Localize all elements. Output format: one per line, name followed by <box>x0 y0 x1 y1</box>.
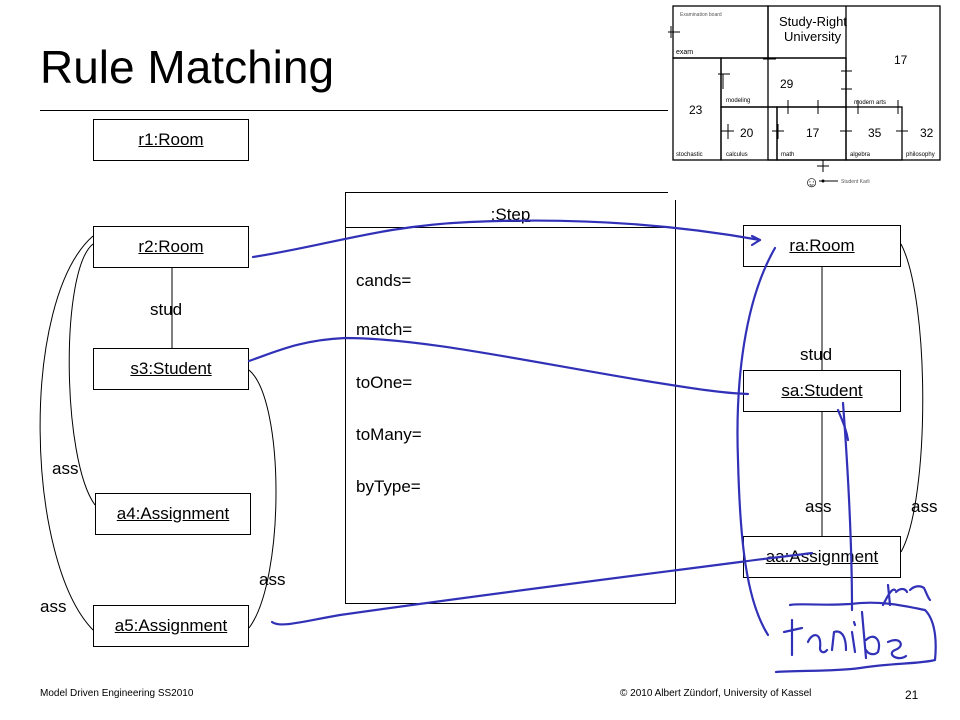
label-ass-a5-inner: ass <box>259 570 286 589</box>
label-ass-a4: ass <box>52 459 79 478</box>
hand-curve-ra <box>736 246 777 637</box>
map-calculus: calculus <box>726 152 748 158</box>
link-r2-a4 <box>68 243 96 506</box>
object-r1-room: r1:Room <box>93 119 249 161</box>
map-student-label: Student Karli <box>841 179 870 185</box>
page-number: 21 <box>905 688 919 702</box>
map-num-32: 32 <box>920 126 934 140</box>
step-divider <box>346 227 675 228</box>
map-num-35: 35 <box>868 126 882 140</box>
map-title-1: Study-Right <box>779 14 847 29</box>
university-map: Examination board exam Study-Right Unive… <box>668 4 946 200</box>
map-math: math <box>781 152 794 158</box>
label-stud-right: stud <box>800 345 833 364</box>
object-a4-label: a4:Assignment <box>116 504 230 523</box>
object-aa-assignment: aa:Assignment <box>743 536 901 578</box>
object-a5-assignment: a5:Assignment <box>93 605 249 647</box>
map-stochastic: stochastic <box>676 152 703 158</box>
object-ra-label: ra:Room <box>789 236 855 255</box>
object-a4-assignment: a4:Assignment <box>95 493 251 535</box>
label-ass-right-outer: ass <box>911 497 938 516</box>
link-r2-a5 <box>39 235 94 631</box>
map-num-17-mid: 17 <box>806 126 820 140</box>
step-object: :Step cands= match= toOne= toMany= byTyp… <box>345 192 676 604</box>
step-field-tomany: toMany= <box>356 425 422 444</box>
step-field-bytype: byType= <box>356 477 421 496</box>
map-small-top: Examination board <box>680 12 722 18</box>
map-num-29: 29 <box>780 77 794 91</box>
object-sa-student: sa:Student <box>743 370 901 412</box>
match-line-s3-sa <box>247 336 750 396</box>
map-modeling: modeling <box>726 98 750 104</box>
object-ra-room: ra:Room <box>743 225 901 267</box>
label-ass-right-inner: ass <box>805 497 832 516</box>
step-field-toone: toOne= <box>356 373 413 392</box>
label-ass-a5-outer: ass <box>40 597 67 616</box>
map-student-smiley: ☺ <box>804 174 819 191</box>
footer-copyright: © 2010 Albert Zündorf, University of Kas… <box>620 688 812 699</box>
label-stud-left: stud <box>150 300 183 319</box>
map-title-2: University <box>784 29 842 44</box>
step-title: :Step <box>490 205 531 224</box>
slide-title: Rule Matching <box>40 41 335 93</box>
footer-course: Model Driven Engineering SS2010 <box>40 688 194 699</box>
step-field-cands: cands= <box>356 271 412 290</box>
map-exam: exam <box>676 49 693 56</box>
map-num-17-top: 17 <box>894 53 908 67</box>
link-ra-aa <box>900 243 924 553</box>
step-field-match: match= <box>356 320 413 339</box>
match-line-a5-aa <box>270 551 814 626</box>
object-s3-student: s3:Student <box>93 348 249 390</box>
match-line-r2-ra <box>251 219 762 259</box>
map-modern-arts: modern arts <box>854 100 886 106</box>
title-divider <box>40 110 675 111</box>
map-algebra: algebra <box>850 152 871 158</box>
object-r2-label: r2:Room <box>138 237 204 256</box>
map-num-23: 23 <box>689 103 703 117</box>
object-sa-label: sa:Student <box>781 381 863 400</box>
link-s3-a5 <box>248 369 277 629</box>
map-philosophy: philosophy <box>906 152 935 158</box>
object-r1-label: r1:Room <box>138 130 204 149</box>
object-s3-label: s3:Student <box>130 359 212 378</box>
map-num-20: 20 <box>740 126 754 140</box>
object-r2-room: r2:Room <box>93 226 249 268</box>
object-a5-label: a5:Assignment <box>114 616 228 635</box>
